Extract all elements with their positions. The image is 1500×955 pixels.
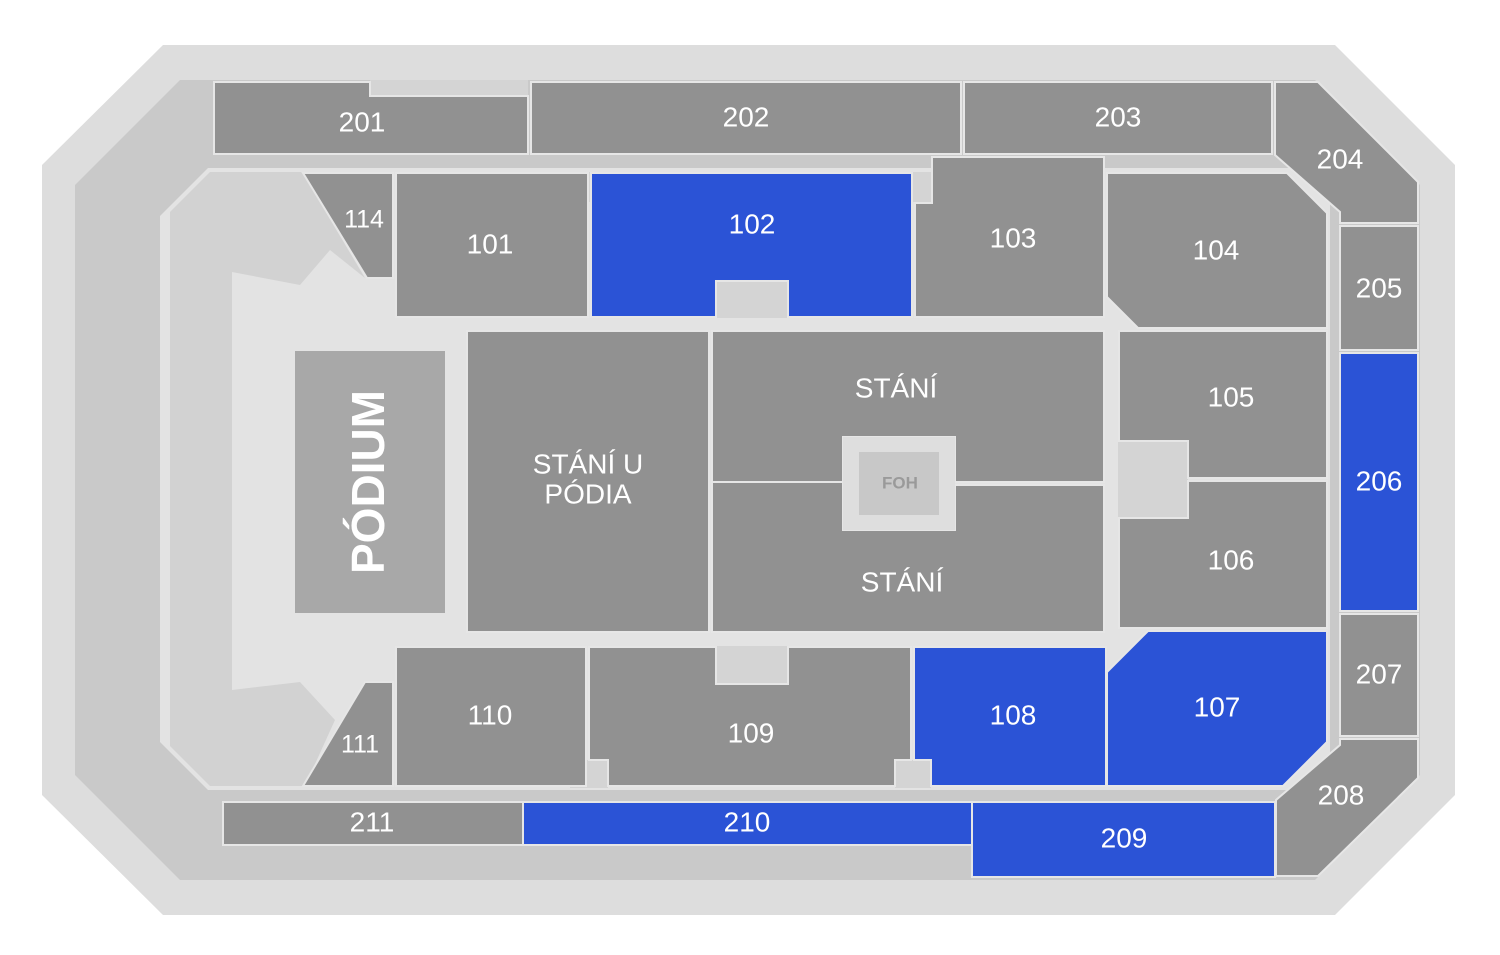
svg-text:PÓDIUM: PÓDIUM	[342, 390, 394, 574]
foh-booth: FOH	[843, 437, 955, 530]
section-104[interactable]: 104	[1106, 172, 1328, 329]
aisle-block	[716, 282, 788, 318]
section-210[interactable]: 210	[522, 801, 973, 846]
section-110[interactable]: 110	[395, 646, 587, 787]
section-205[interactable]: 205	[1339, 225, 1419, 351]
section-203[interactable]: 203	[963, 81, 1273, 155]
section-107[interactable]: 107	[1106, 630, 1328, 787]
section-101[interactable]: 101	[395, 172, 589, 318]
section-108[interactable]: 108	[913, 646, 1107, 787]
aisle-block	[716, 646, 788, 684]
podium-stage: PÓDIUM	[295, 351, 445, 613]
section-207[interactable]: 207	[1339, 613, 1419, 737]
aisle-block	[1118, 442, 1188, 518]
svg-text:FOH: FOH	[882, 473, 918, 492]
aisle-block	[895, 760, 931, 788]
section-209[interactable]: 209	[971, 801, 1276, 878]
section-103[interactable]: 103	[914, 156, 1105, 318]
aisle-block	[370, 80, 528, 95]
stage-surround	[170, 172, 365, 786]
section-211[interactable]: 211	[222, 801, 524, 846]
standing-front-of-stage[interactable]: STÁNÍ U PÓDIA	[466, 330, 710, 633]
section-202[interactable]: 202	[530, 81, 962, 155]
section-206[interactable]: 206	[1339, 352, 1419, 612]
